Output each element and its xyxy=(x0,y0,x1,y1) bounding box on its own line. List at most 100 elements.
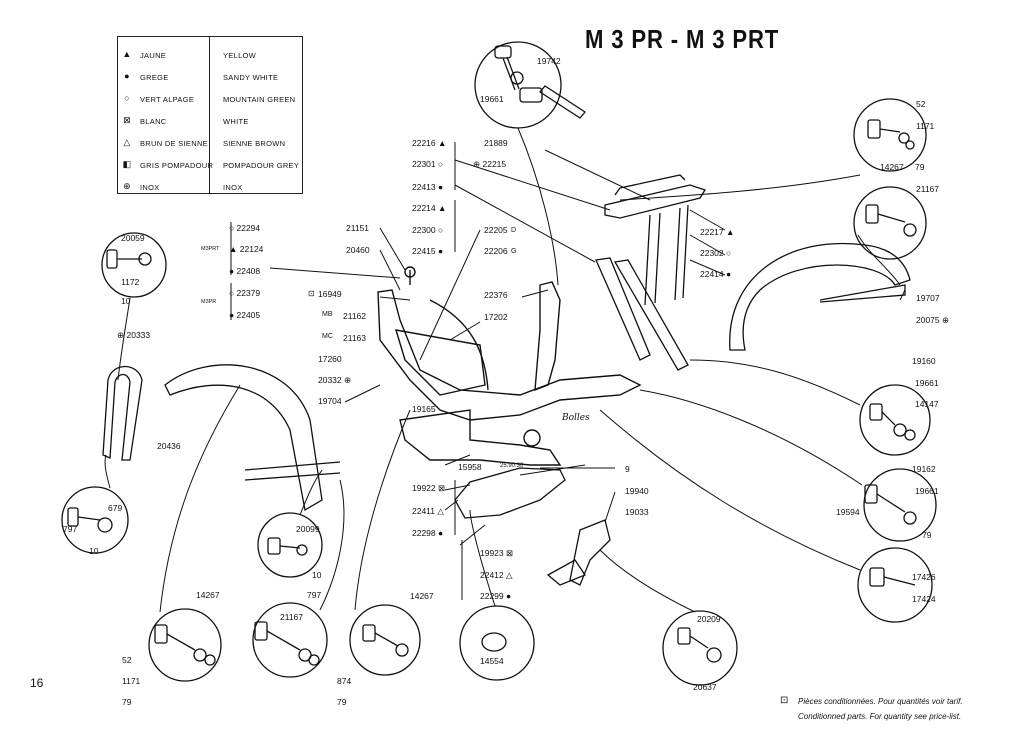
part-label: 19704 xyxy=(318,396,342,406)
part-label: 19661 xyxy=(480,94,504,104)
part-label: 19661 xyxy=(915,378,939,388)
part-label: 19707 xyxy=(916,293,940,303)
part-label: 19594 xyxy=(836,507,860,517)
legend-row: ◧ GRIS POMPADOUR POMPADOUR GREY xyxy=(118,155,302,175)
part-label: 14267 xyxy=(196,590,220,600)
part-label: 20075 ⊕ xyxy=(916,315,950,325)
part-label: 14147 xyxy=(915,399,939,409)
part-label: 21167 xyxy=(280,612,304,622)
part-label: 22301 ○ xyxy=(412,159,444,169)
part-label: 19923 ⊠ xyxy=(480,548,514,558)
part-label: 52 xyxy=(916,99,926,109)
part-label: 22412 △ xyxy=(480,570,513,580)
part-label: 22376 xyxy=(484,290,508,300)
part-label: 20209 xyxy=(697,614,721,624)
page-title: M 3 PR - M 3 PRT xyxy=(585,24,780,54)
part-label: 21889 xyxy=(484,138,508,148)
part-label: 20332 ⊕ xyxy=(318,375,352,385)
part-label: 22299 ● xyxy=(480,591,512,601)
part-label: 21167 xyxy=(916,184,940,194)
package-icon: ⊡ xyxy=(780,695,789,706)
part-label: 20059 xyxy=(121,233,145,243)
legend-fr: BLANC xyxy=(140,117,167,126)
frame-drawing xyxy=(377,266,642,466)
part-label: 19922 ⊠ xyxy=(412,483,446,493)
part-label: ○ 22379 xyxy=(229,288,261,298)
part-label: ⊕ 20333 xyxy=(117,330,151,340)
detail-circle-14267a xyxy=(148,608,222,682)
legend-en: YELLOW xyxy=(223,51,257,60)
detail-circle-679 xyxy=(61,486,129,554)
legend-symbol: ○ xyxy=(124,93,130,103)
part-label: 21162 xyxy=(343,311,367,321)
kickstand-drawing xyxy=(546,519,611,586)
legend-symbol: ◧ xyxy=(122,159,132,169)
part-label: 10 xyxy=(121,296,131,306)
part-label: 19160 xyxy=(912,356,936,366)
part-label: 79 xyxy=(122,697,132,707)
legend-row: ▲ JAUNE YELLOW xyxy=(118,45,302,65)
part-label: 17424 xyxy=(912,594,936,604)
part-label: ● 22405 xyxy=(229,310,261,320)
part-label: 17260 xyxy=(318,354,342,364)
part-label: 10 xyxy=(89,546,99,556)
part-label: 9 xyxy=(625,464,630,474)
part-label: 19742 xyxy=(537,56,561,66)
part-label: 22217 ▲ xyxy=(700,227,735,237)
part-label: 20436 xyxy=(157,441,181,451)
legend-fr: INOX xyxy=(140,183,160,192)
leader-lines xyxy=(104,127,906,613)
detail-circle-52 xyxy=(853,98,927,172)
legend-fr: GREGE xyxy=(140,73,169,82)
part-label: MC xyxy=(322,333,333,340)
footer-note-en: Conditionned parts. For quantity see pri… xyxy=(798,712,962,721)
model-label: M3PRT xyxy=(201,246,220,252)
part-label: 797 xyxy=(307,590,322,600)
part-label: 874 xyxy=(337,676,352,686)
part-label: 797 xyxy=(63,524,78,534)
legend-en: SIENNE BROWN xyxy=(223,139,286,148)
part-label: 20637 xyxy=(693,682,717,692)
part-label: 25.90.30 xyxy=(500,463,524,469)
part-label: G xyxy=(511,248,517,255)
part-label: ● 22408 xyxy=(229,266,261,276)
left-stand-drawing xyxy=(102,365,143,461)
legend-row: ⊠ BLANC WHITE xyxy=(118,111,302,131)
legend-en: WHITE xyxy=(223,117,249,126)
legend-symbol: ● xyxy=(124,71,130,81)
part-label: 1171 xyxy=(122,676,141,686)
detail-circle-17426 xyxy=(857,547,933,623)
part-label: 79 xyxy=(922,530,932,540)
part-label: 52 xyxy=(122,655,132,665)
part-label: 14267 xyxy=(410,591,434,601)
part-label: 22411 △ xyxy=(412,506,444,516)
part-label: 10 xyxy=(312,570,322,580)
detail-circle-14267b xyxy=(349,604,421,676)
chain-guard-drawing xyxy=(454,467,566,519)
left-fender-drawing xyxy=(164,364,323,512)
part-label: 19165 xyxy=(412,404,436,414)
legend-en: POMPADOUR GREY xyxy=(223,161,300,170)
detail-circle-20099 xyxy=(257,512,323,578)
rear-struts-drawing xyxy=(595,257,689,371)
part-label: 14267 xyxy=(880,162,904,172)
detail-circle-19160 xyxy=(859,384,931,456)
legend-row: ● GREGE SANDY WHITE xyxy=(118,67,302,87)
part-label: 22216 ▲ xyxy=(412,138,447,148)
luggage-rack-drawing xyxy=(604,174,706,306)
part-label: 19940 xyxy=(625,486,649,496)
part-label: 22205 xyxy=(484,225,508,235)
legend-en: SANDY WHITE xyxy=(223,73,279,82)
part-label: 15958 xyxy=(458,462,482,472)
detail-circle-21167a xyxy=(252,602,328,678)
legend-en: INOX xyxy=(223,183,243,192)
footer-note-fr: Pièces conditionnées. Pour quantités voi… xyxy=(798,697,963,706)
legend-symbol: ⊕ xyxy=(123,181,131,191)
part-label: 22298 ● xyxy=(412,528,444,538)
part-label: 79 xyxy=(915,162,925,172)
detail-circle-21167b xyxy=(853,186,927,260)
part-label: 1172 xyxy=(121,277,140,287)
frame-script-text: Bolles xyxy=(562,413,590,423)
package-icon: ⊡ xyxy=(308,289,315,298)
legend-fr: BRUN DE SIENNE xyxy=(140,139,208,148)
